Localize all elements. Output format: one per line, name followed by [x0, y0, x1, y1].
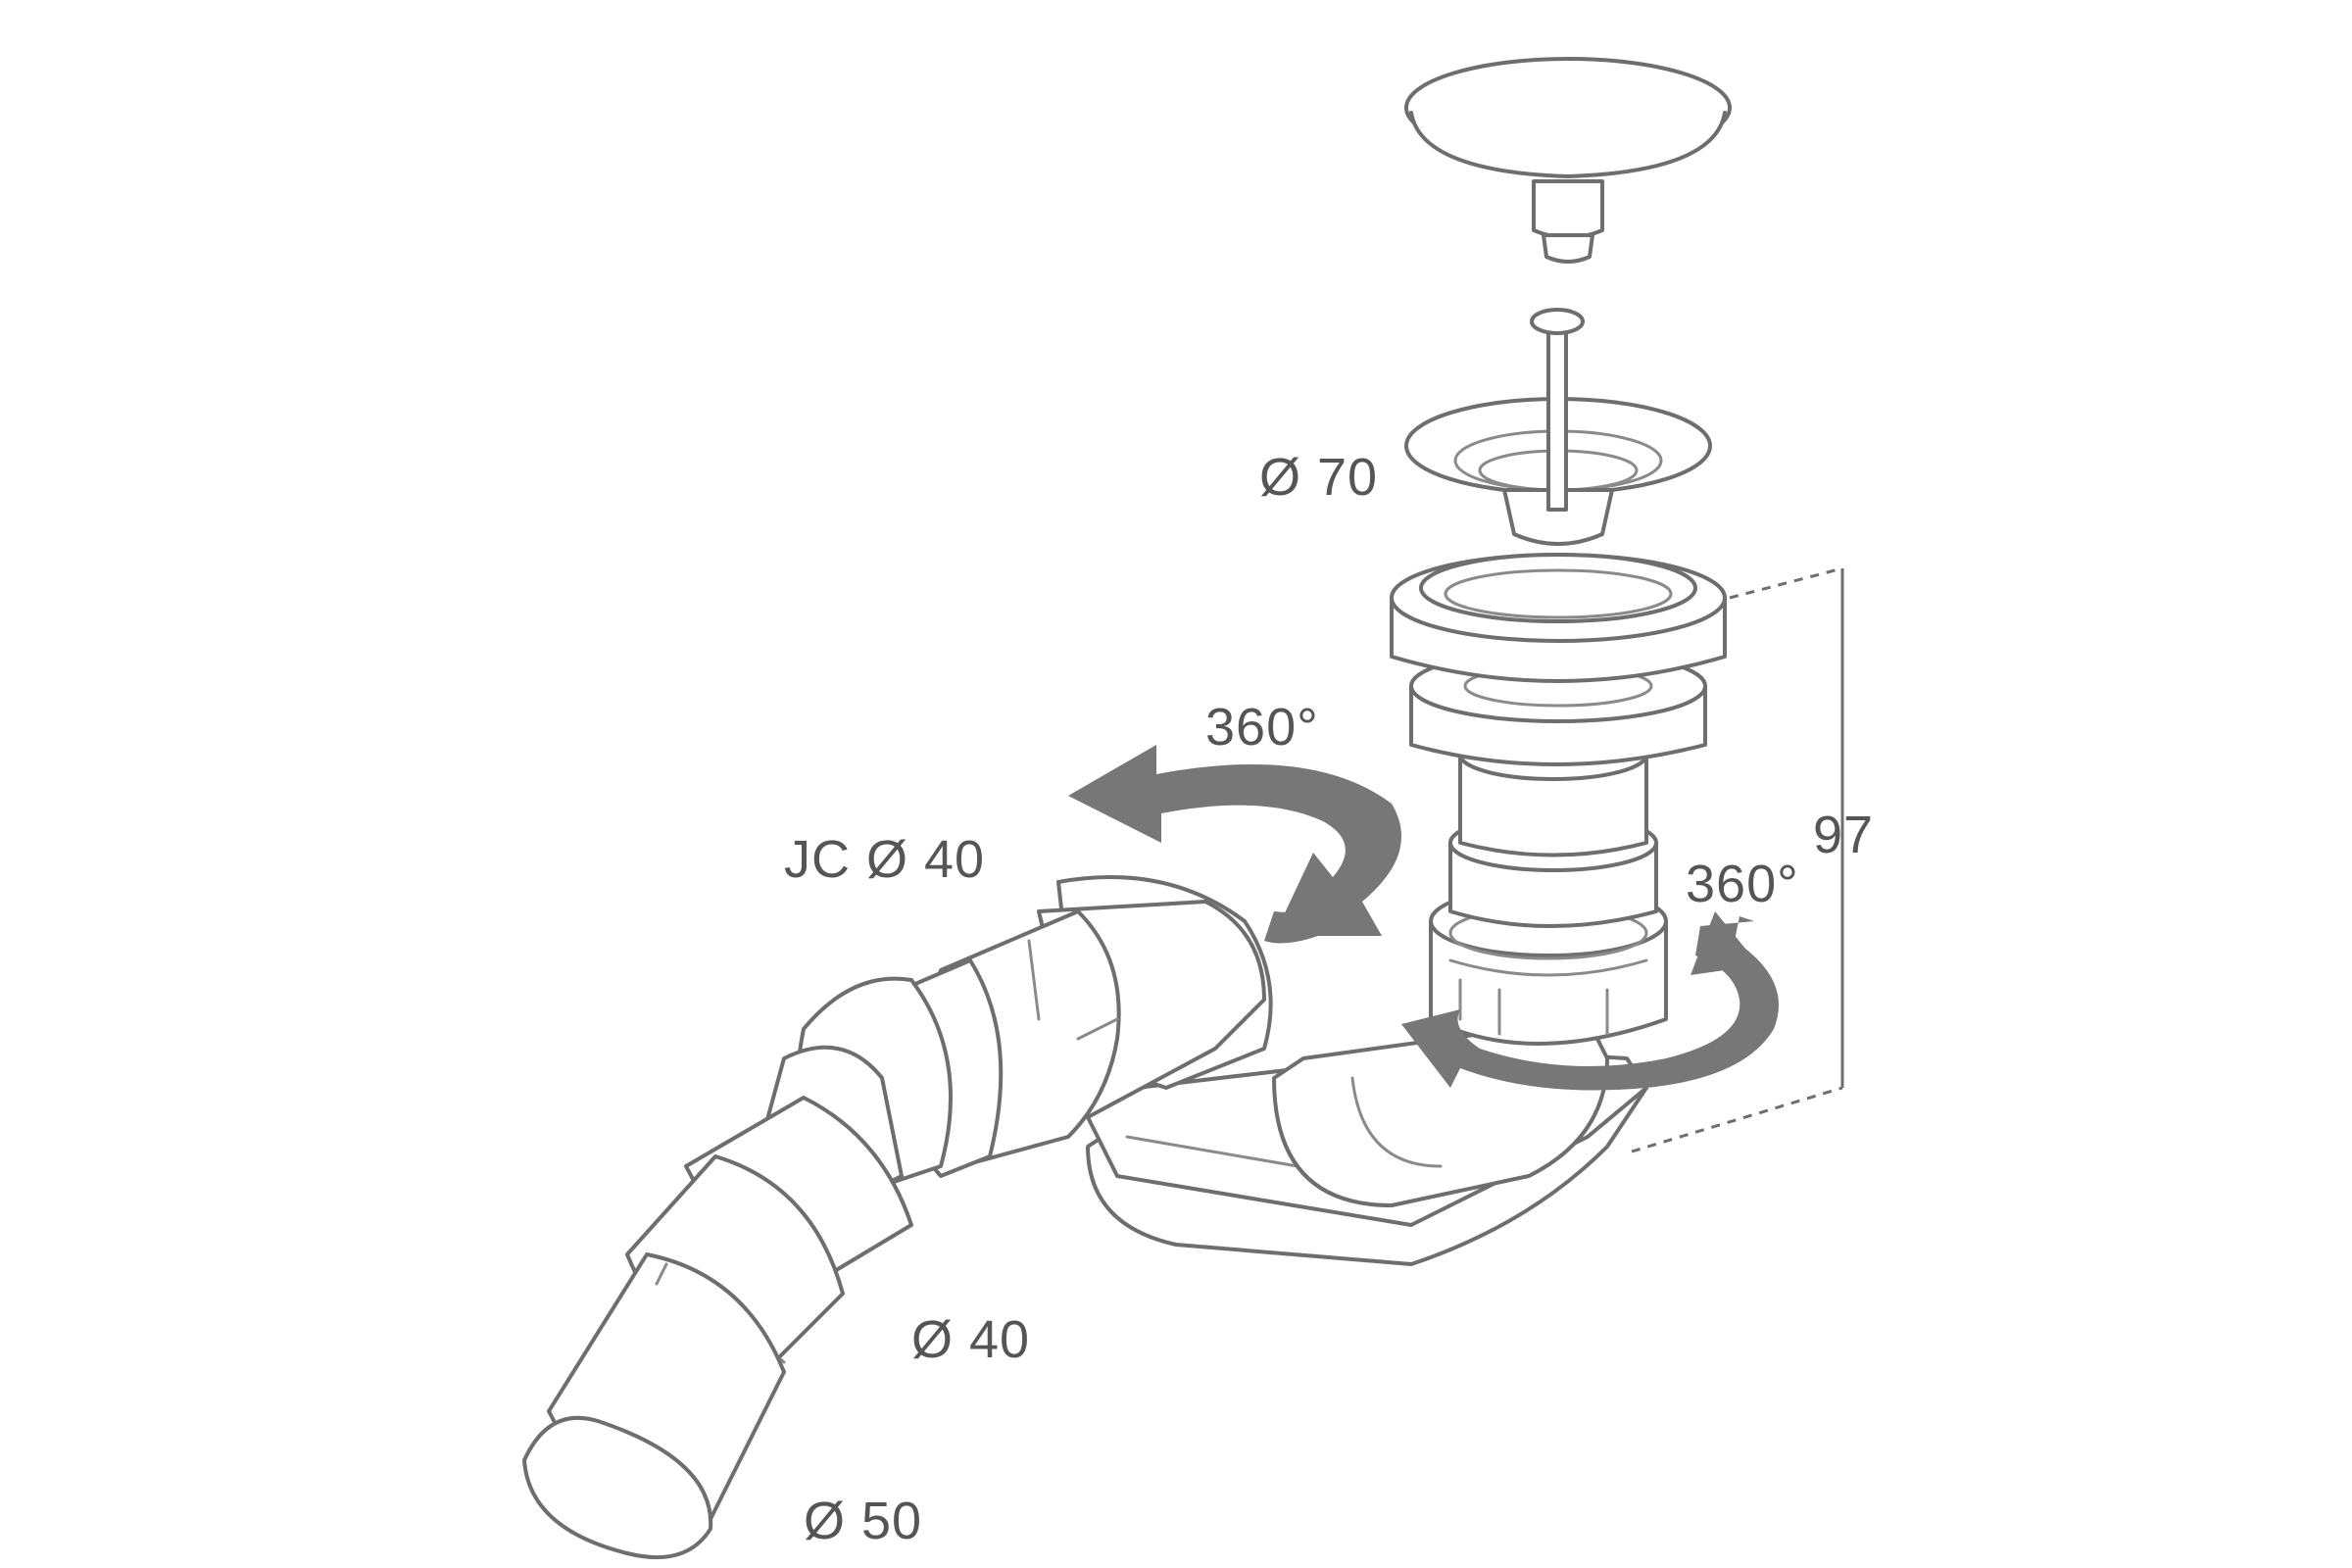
- trap-body: [1086, 1017, 1648, 1266]
- label-diameter-70: Ø 70: [1259, 448, 1378, 507]
- flange-nut: [1390, 553, 1727, 683]
- screw-pin: [1530, 308, 1585, 512]
- label-diameter-50: Ø 50: [804, 1492, 922, 1550]
- outlet-pipe: [522, 875, 1273, 1560]
- rotation-arrow-top: [1068, 745, 1401, 944]
- label-diameter-40: Ø 40: [911, 1310, 1030, 1369]
- label-jc-diameter-40: JC Ø 40: [784, 830, 985, 889]
- height-dimension: [1631, 566, 1844, 1153]
- rotation-arrow-right: [1401, 911, 1779, 1091]
- trap-riser: [1409, 649, 1707, 928]
- label-height-97: 97: [1813, 806, 1874, 864]
- label-rotation-top: 360°: [1205, 698, 1319, 757]
- label-rotation-right: 360°: [1686, 855, 1799, 913]
- drain-cap: [1404, 57, 1732, 264]
